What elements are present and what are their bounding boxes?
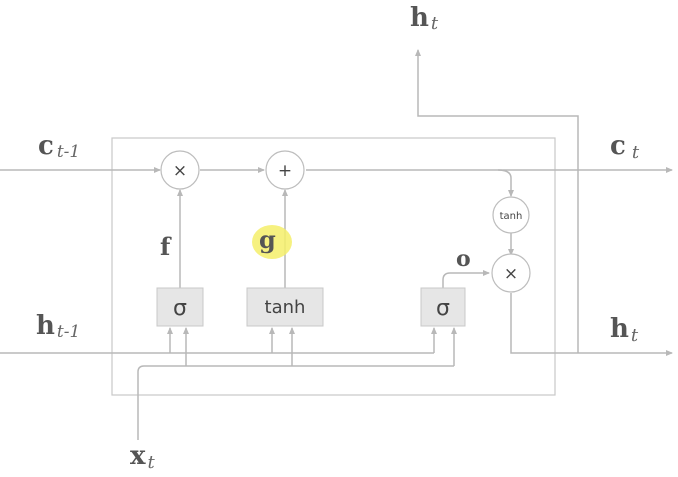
g-highlight — [252, 225, 292, 259]
hidden-state-path — [0, 49, 673, 356]
multiply-output-node: × — [491, 253, 531, 293]
multiply-output-symbol: × — [504, 264, 518, 284]
multiply-forget-node: × — [160, 150, 200, 190]
gate-letter-o: o — [456, 246, 471, 272]
add-cell-node: + — [265, 150, 305, 190]
output-sigma-label: σ — [436, 296, 450, 321]
tanh-cell-node: tanh — [492, 196, 530, 234]
tanh-cell-label: tanh — [500, 211, 523, 222]
cell-boundary — [111, 137, 556, 396]
input-bus — [137, 327, 457, 440]
gate-outputs — [177, 189, 490, 288]
gate-letter-g: g — [259, 225, 276, 254]
multiply-forget-symbol: × — [173, 161, 187, 181]
candidate-tanh-label: tanh — [265, 297, 306, 318]
gate-letter-f: f — [160, 232, 172, 261]
forget-sigma-gate: σ — [156, 287, 204, 327]
cell-state-path — [0, 167, 673, 256]
forget-sigma-label: σ — [173, 296, 187, 321]
output-sigma-gate: σ — [420, 287, 466, 327]
add-cell-symbol: + — [278, 161, 292, 181]
candidate-tanh-gate: tanh — [246, 287, 324, 327]
